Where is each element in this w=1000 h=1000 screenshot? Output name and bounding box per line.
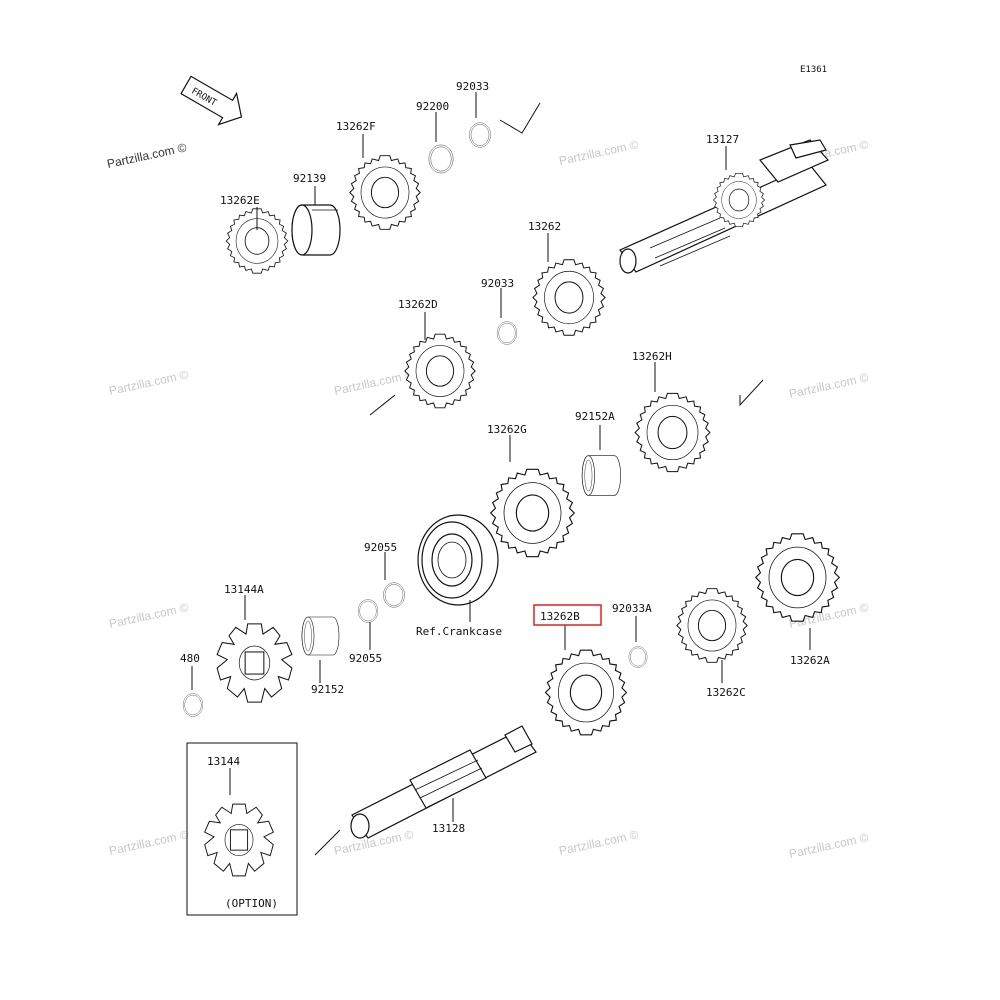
bearing-crankcase[interactable] (417, 514, 499, 606)
label-ref-crankcase[interactable]: Ref.Crankcase (416, 625, 502, 638)
collar-92152[interactable] (301, 616, 340, 656)
label-92033a[interactable]: 92033A (612, 602, 652, 615)
label-13262a[interactable]: 13262A (790, 654, 830, 667)
label-92152a[interactable]: 92152A (575, 410, 615, 423)
circlip-92033-top[interactable] (469, 122, 491, 148)
bearing-92139[interactable] (291, 204, 341, 256)
watermark: Partzilla.com © (788, 830, 870, 861)
gear-13262f[interactable] (349, 155, 421, 230)
gear-13262d[interactable] (404, 333, 476, 409)
axis-lines (314, 102, 764, 856)
watermark: Partzilla.com © (333, 367, 415, 398)
label-92055-bot[interactable]: 92055 (349, 652, 382, 665)
gear-13262c[interactable] (676, 588, 748, 663)
label-92033-top[interactable]: 92033 (456, 80, 489, 93)
label-92139[interactable]: 92139 (293, 172, 326, 185)
label-92033-mid[interactable]: 92033 (481, 277, 514, 290)
watermark: Partzilla.com © (108, 827, 190, 858)
label-13127[interactable]: 13127 (706, 133, 739, 146)
label-13262d[interactable]: 13262D (398, 298, 438, 311)
gear-13262[interactable] (532, 259, 606, 336)
washer-92200[interactable] (428, 144, 454, 174)
shaft-13127[interactable] (619, 139, 830, 274)
label-13128[interactable]: 13128 (432, 822, 465, 835)
front-arrow-icon: FRONT (180, 75, 243, 126)
circlip-480[interactable] (182, 693, 204, 717)
option-label: (OPTION) (225, 897, 278, 910)
shaft-13128[interactable] (350, 725, 537, 839)
label-13262h[interactable]: 13262H (632, 350, 672, 363)
label-13262b[interactable]: 13262B (540, 610, 580, 623)
label-92152[interactable]: 92152 (311, 683, 344, 696)
watermark: Partzilla.com © (558, 137, 640, 168)
label-13262e[interactable]: 13262E (220, 194, 260, 207)
oring-92055-top[interactable] (383, 582, 405, 608)
label-13262[interactable]: 13262 (528, 220, 561, 233)
sprocket-13144[interactable] (204, 803, 274, 877)
label-13144[interactable]: 13144 (207, 755, 240, 768)
label-480[interactable]: 480 (180, 652, 200, 665)
diagram-code: E1361 (800, 65, 827, 75)
watermark: Partzilla.com © (108, 367, 190, 398)
gear-13262g[interactable] (490, 468, 575, 558)
watermark: Partzilla.com © (788, 370, 870, 401)
gear-13262h[interactable] (634, 392, 711, 473)
label-92200[interactable]: 92200 (416, 100, 449, 113)
collar-92152a[interactable] (581, 455, 621, 496)
label-13144a[interactable]: 13144A (224, 583, 264, 596)
circlip-92033a[interactable] (628, 646, 648, 668)
label-13262f[interactable]: 13262F (336, 120, 376, 133)
option-box: 13144 (OPTION) (186, 742, 298, 916)
brand-label[interactable]: Partzilla.com © (106, 140, 188, 171)
watermark: Partzilla.com © (108, 600, 190, 631)
oring-92055-bot[interactable] (357, 599, 379, 623)
gear-13262b[interactable] (544, 649, 628, 736)
watermark: Partzilla.com © (558, 827, 640, 858)
label-92055-top[interactable]: 92055 (364, 541, 397, 554)
label-13262g[interactable]: 13262G (487, 423, 527, 436)
sprocket-13144a[interactable] (216, 623, 293, 703)
label-13262c[interactable]: 13262C (706, 686, 746, 699)
highlight-box (533, 604, 602, 626)
circlip-92033-mid[interactable] (496, 321, 518, 345)
